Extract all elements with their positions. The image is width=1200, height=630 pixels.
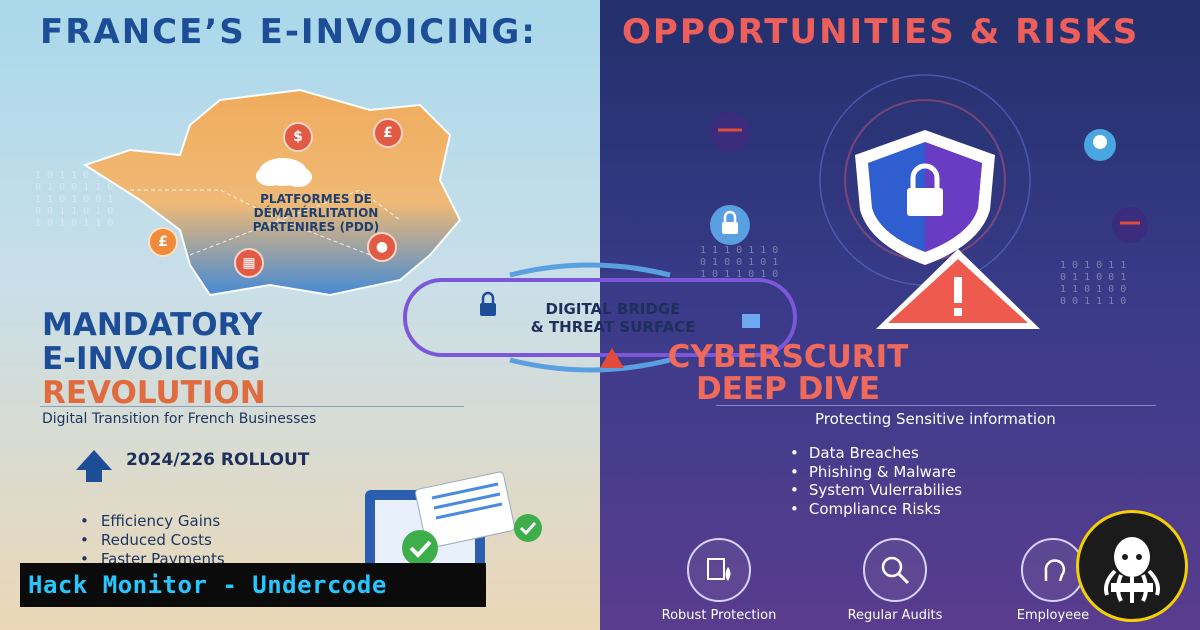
map-label-line1: PLATFORMES DE (260, 192, 372, 206)
cloud-icon (256, 158, 312, 187)
list-item: System Vulerrabilies (790, 481, 962, 500)
skull-icon (1084, 129, 1116, 161)
dollar-badge-icon: $ (283, 122, 313, 152)
feature-label: Employeee (1016, 608, 1090, 623)
list-item: Efficiency Gains (80, 512, 225, 531)
bridge-loop (403, 262, 797, 373)
title-left: FRANCE’S E-INVOICING: (40, 12, 537, 52)
heading-line2: E-INVOICING (42, 341, 261, 377)
shield-lock-icon (855, 130, 995, 265)
cyber-heading-line2: DEEP DIVE (695, 371, 881, 407)
hacker-icon (1112, 207, 1148, 243)
bridge-line2: & THREAT SURFACE (530, 318, 696, 336)
watermark-banner: Hack Monitor - Undercode (20, 563, 486, 607)
france-map (82, 88, 462, 297)
hacker-icon (710, 112, 750, 152)
heading-line3: REVOLUTION (42, 375, 266, 411)
map-label-line2: DÉMATÉRLITATION (253, 206, 379, 220)
list-item: Compliance Risks (790, 500, 962, 519)
left-subtitle: Digital Transition for French Businesses (42, 411, 317, 427)
shop-badge-icon: ▦ (234, 248, 264, 278)
title-right: OPPORTUNITIES & RISKS (622, 12, 1140, 52)
cyber-heading: CYBERSCURIT DEEP DIVE (0, 341, 1200, 405)
cyber-heading-line1: CYBERSCURIT (667, 339, 909, 375)
map-label: PLATFORMES DE DÉMATÉRLITATION PARTENIRES… (216, 192, 416, 234)
octopus-logo (1076, 510, 1188, 622)
shield-illustration (710, 74, 1148, 286)
banner-text: Hack Monitor - Undercode (28, 571, 387, 599)
feature-label: Robust Protection (661, 608, 777, 623)
checkmark-icon (402, 530, 438, 566)
list-item: Reduced Costs (80, 531, 225, 550)
document-icon (414, 471, 516, 549)
bridge-line1: DIGITAL BRIDGE (545, 300, 681, 318)
binary-decoration-right: 1 0 1 0 1 1 0 1 1 0 0 1 1 1 0 1 0 0 0 0 … (1060, 260, 1127, 307)
map-label-line3: PARTENIRES (PDD) (252, 220, 380, 234)
list-item: Data Breaches (790, 444, 962, 463)
pound-badge-icon: £ (373, 118, 403, 148)
user-badge-icon: ● (367, 232, 397, 262)
warning-small-icon (600, 348, 624, 368)
benefits-list: Efficiency Gains Reduced Costs Faster Pa… (80, 512, 225, 569)
document-small-icon (742, 314, 760, 328)
rollout: 2024/226 ROLLOUT (76, 450, 310, 482)
right-divider (716, 405, 1156, 406)
binary-decoration-center: 1 1 1 0 1 1 0 0 1 0 0 1 0 1 1 0 1 1 0 1 … (700, 245, 779, 280)
left-divider (40, 406, 464, 407)
feature-robust-protection: Robust Protection (634, 538, 804, 623)
upload-arrow-icon (76, 450, 112, 482)
feature-regular-audits: Regular Audits (810, 538, 980, 623)
checkmark-icon (514, 514, 542, 542)
risks-list: Data Breaches Phishing & Malware System … (790, 444, 962, 518)
lock-icon (480, 291, 496, 316)
binary-decoration-left: 1 0 1 1 0 1 0 0 1 0 0 1 1 0 1 1 0 1 0 0 … (35, 170, 114, 229)
heading-line1: MANDATORY (42, 307, 263, 343)
right-subtitle: Protecting Sensitive information (815, 410, 1056, 428)
document-fire-icon (687, 538, 751, 602)
mandatory-heading: MANDATORY E-INVOICING REVOLUTION (42, 308, 266, 410)
magnifier-icon (863, 538, 927, 602)
list-item: Phishing & Malware (790, 463, 962, 482)
bridge-text: DIGITAL BRIDGE & THREAT SURFACE (503, 300, 723, 336)
rollout-text: 2024/226 ROLLOUT (126, 450, 310, 470)
warning-icon (876, 249, 1040, 329)
feature-label: Regular Audits (847, 608, 943, 623)
euro-badge-icon: £ (148, 227, 178, 257)
lock-icon (710, 205, 750, 245)
